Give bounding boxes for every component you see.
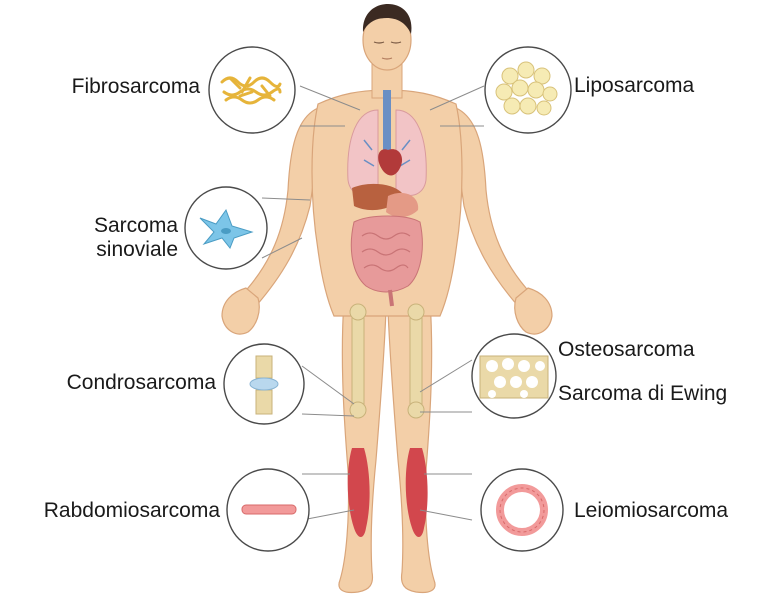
rabdomiosarcoma-callout: [227, 469, 309, 551]
label-fibrosarcoma: Fibrosarcoma: [40, 75, 200, 99]
label-leiomiosarcoma: Leiomiosarcoma: [574, 499, 728, 523]
label-rabdomiosarcoma: Rabdomiosarcoma: [10, 499, 220, 523]
leg-bones: [350, 304, 424, 418]
label-condrosarcoma: Condrosarcoma: [20, 371, 216, 395]
label-sarcoma-sinoviale-line2: sinoviale: [40, 238, 178, 262]
label-sarcoma-ewing: Sarcoma di Ewing: [558, 382, 727, 406]
fibrosarcoma-callout: [209, 47, 295, 133]
sarcoma-sinoviale-callout: [185, 187, 267, 269]
label-liposarcoma: Liposarcoma: [574, 74, 694, 98]
condrosarcoma-callout: [224, 344, 304, 424]
liposarcoma-callout: [485, 47, 571, 133]
leiomiosarcoma-callout: [481, 469, 563, 551]
label-sarcoma-sinoviale-line1: Sarcoma: [40, 214, 178, 238]
label-osteosarcoma: Osteosarcoma: [558, 338, 695, 362]
osteosarcoma-ewing-callout: [472, 334, 556, 418]
calf-muscles: [348, 448, 428, 537]
